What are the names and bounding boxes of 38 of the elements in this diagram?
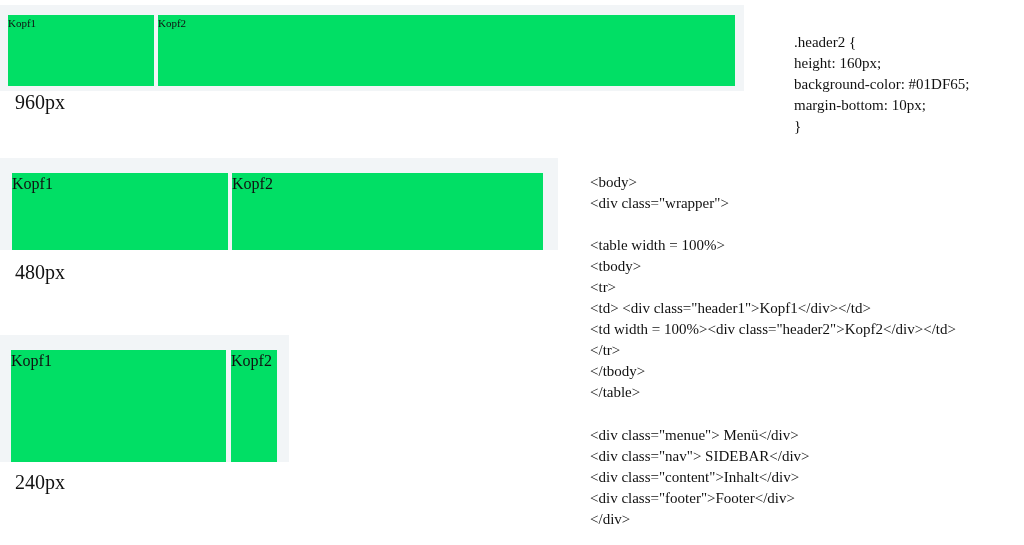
header-label: Kopf2 [232,176,273,192]
width-label: 480px [15,262,65,282]
code-line: <body> [590,173,637,191]
header-label: Kopf1 [8,18,37,29]
header-block [11,350,226,462]
code-line: <td width = 100%><div class="header2">Kopf2</div></td> [590,320,956,338]
viewport-panel [0,5,744,91]
code-line: margin-bottom: 10px; [794,96,926,114]
code-line: <tr> [590,278,617,296]
code-line: <div class="footer">Footer</div> [590,489,795,507]
viewport-panel [0,158,558,250]
width-label: 240px [15,472,65,492]
code-line: height: 160px; [794,54,882,72]
header-label: Kopf1 [12,176,53,192]
code-line: <td> <div class="header1">Kopf1</div></td> [590,299,871,317]
code-line: </tbody> [590,362,646,380]
width-label: 960px [15,92,65,112]
header-label: Kopf2 [158,18,187,29]
code-line: <table width = 100%> [590,236,725,254]
code-line: <div class="nav"> SIDEBAR</div> [590,447,810,465]
header-block [231,350,277,462]
header-block [158,15,735,86]
code-line: background-color: #01DF65; [794,75,970,93]
header-block [8,15,154,86]
header-label: Kopf1 [11,353,52,369]
header-block [12,173,228,250]
header-block [232,173,543,250]
code-line: <div class="content">Inhalt</div> [590,468,800,486]
code-line: <tbody> [590,257,642,275]
code-line: </div> [590,510,631,528]
header-label: Kopf2 [231,353,272,369]
code-line: } [794,117,802,135]
code-line: </table> [590,383,641,401]
viewport-panel [0,335,289,462]
code-line: .header2 { [794,33,857,51]
code-line: <div class="menue"> Menü</div> [590,426,799,444]
code-line: </tr> [590,341,621,359]
code-line: <div class="wrapper"> [590,194,729,212]
